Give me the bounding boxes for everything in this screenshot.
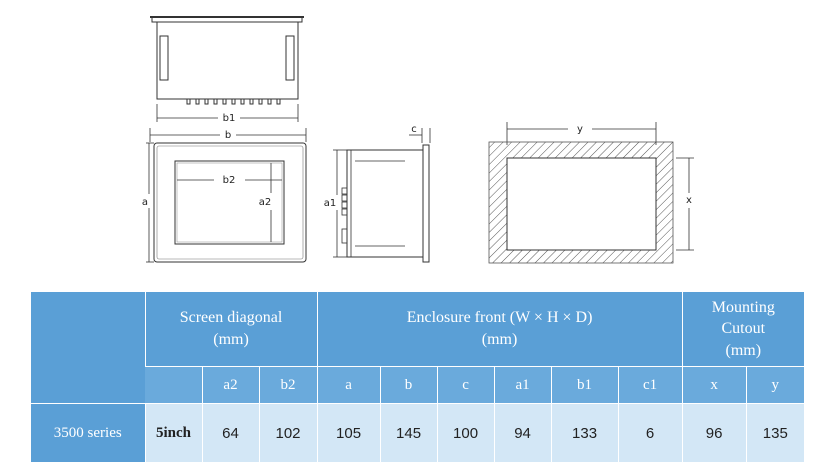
dim-label-a1: a1 — [324, 198, 337, 209]
header-enclosure-front: Enclosure front (W × H × D) (mm) — [316, 292, 683, 367]
cell-b2: 102 — [258, 403, 318, 462]
dim-label-b: b — [225, 130, 231, 141]
cell-b1: 133 — [550, 403, 619, 462]
dim-label-b1: b1 — [223, 113, 236, 124]
table-subheader-row: a2 b2 a b c a1 b1 c1 x y — [31, 366, 804, 404]
subheader-a1: a1 — [493, 366, 552, 404]
front-view: b2 a2 a — [142, 142, 307, 263]
header-mounting-cutout: Mounting Cutout (mm) — [681, 292, 804, 367]
table-header-row: Screen diagonal (mm) Enclosure front (W … — [31, 292, 804, 404]
row-size: 5inch — [144, 403, 202, 462]
cell-c1: 6 — [617, 403, 683, 462]
subheader-c: c — [436, 366, 495, 404]
subheader-a2: a2 — [201, 366, 259, 404]
dim-label-y: y — [577, 124, 583, 135]
dim-label-b2: b2 — [223, 175, 236, 186]
row-series-label: 3500 series — [31, 403, 145, 462]
cell-a2: 64 — [201, 403, 259, 462]
side-view: c a1 — [324, 124, 431, 263]
dimension-b: b — [149, 128, 307, 142]
cell-a1: 94 — [493, 403, 552, 462]
subheader-blank — [145, 366, 202, 404]
subheader-b: b — [379, 366, 438, 404]
subheader-b1: b1 — [550, 366, 619, 404]
dim-label-c: c — [411, 124, 417, 135]
subheader-x: x — [681, 366, 747, 404]
subheader-c1: c1 — [617, 366, 683, 404]
subheader-a: a — [316, 366, 381, 404]
cell-c: 100 — [436, 403, 495, 462]
subheader-b2: b2 — [258, 366, 318, 404]
spec-table: Screen diagonal (mm) Enclosure front (W … — [31, 292, 804, 462]
cell-a: 105 — [316, 403, 381, 462]
subheader-y: y — [745, 366, 804, 404]
dim-label-x: x — [686, 195, 692, 206]
mounting-cutout-view: y x — [488, 122, 694, 264]
header-corner-cell — [31, 292, 145, 404]
dimension-drawing: b1 b b2 a2 a c — [142, 16, 694, 264]
table-row: 3500 series 5inch 64 102 105 145 100 94 … — [31, 403, 804, 462]
cell-x: 96 — [681, 403, 747, 462]
header-screen-diagonal: Screen diagonal (mm) — [144, 292, 318, 367]
cell-y: 135 — [745, 403, 804, 462]
top-view: b1 — [150, 16, 304, 124]
dim-label-a: a — [142, 197, 148, 208]
dim-label-a2: a2 — [259, 197, 272, 208]
cell-b: 145 — [379, 403, 438, 462]
